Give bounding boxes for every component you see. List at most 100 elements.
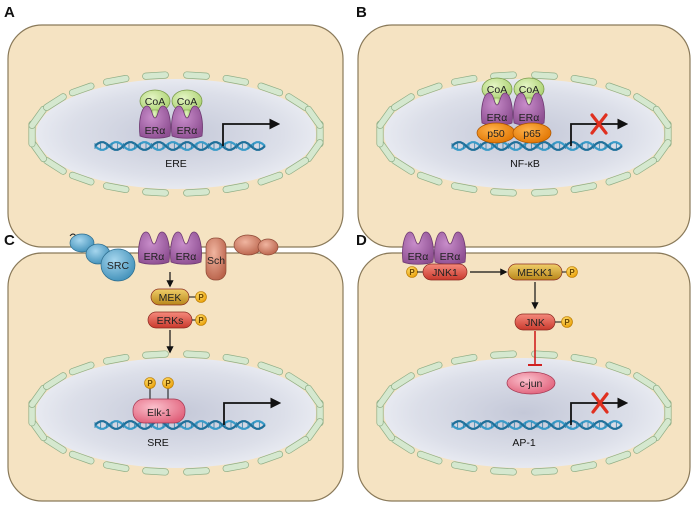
phosphate-icon: P bbox=[195, 291, 207, 303]
transcription-arrow-c bbox=[223, 397, 282, 425]
kinase-label: ERKs bbox=[157, 315, 184, 327]
panel-label: A bbox=[4, 4, 15, 21]
kinase-label: JNK bbox=[525, 317, 545, 329]
nuclear-membrane-segment bbox=[142, 467, 169, 476]
panel-label: D bbox=[356, 232, 367, 249]
nuclear-membrane-segment bbox=[304, 105, 324, 129]
transcription-arrow-b bbox=[570, 118, 629, 146]
nuclear-membrane-segment bbox=[68, 361, 95, 376]
coactivator-label: CoA bbox=[519, 84, 539, 96]
coactivator-label: CoA bbox=[177, 96, 197, 108]
nuclear-membrane-segment bbox=[142, 188, 169, 197]
phosphate-label: P bbox=[147, 379, 153, 388]
kinase-label: MEKK1 bbox=[517, 267, 553, 279]
phosphate-icon: P bbox=[566, 266, 578, 278]
panel-label: B bbox=[356, 4, 367, 21]
er-alpha-label: ERα bbox=[440, 251, 461, 263]
nuclear-membrane-segment bbox=[633, 436, 657, 454]
nuclear-membrane-segment bbox=[68, 82, 95, 97]
nuclear-membrane-segment bbox=[222, 461, 249, 473]
sch-adaptor: Sch bbox=[205, 234, 279, 281]
er-alpha-label: ERα bbox=[176, 251, 197, 263]
phosphate-label: P bbox=[409, 268, 415, 277]
dna-helix-d bbox=[451, 420, 623, 430]
nuclear-membrane-segment bbox=[103, 461, 130, 473]
phosphate-icon: P bbox=[162, 377, 174, 389]
p50-label: p50 bbox=[487, 128, 505, 140]
site-label-nfkb: NF-κB bbox=[510, 158, 540, 170]
mekk1-kinase: MEKK1 bbox=[507, 263, 563, 281]
phosphate-label: P bbox=[198, 293, 204, 302]
nuclear-membrane-segment bbox=[605, 450, 632, 465]
kinase-label: JNK1 bbox=[432, 267, 458, 279]
sch-domain-icon bbox=[257, 238, 279, 256]
coactivator-label: CoA bbox=[487, 84, 507, 96]
blocked-transcription-x-icon bbox=[590, 113, 608, 135]
nuclear-membrane-segment bbox=[531, 467, 558, 476]
jnk-kinase: JNK bbox=[514, 313, 556, 331]
cell-C: C bbox=[4, 232, 344, 502]
coactivator-pair: CoA CoA bbox=[481, 77, 545, 110]
elk1-tf: Elk-1 bbox=[132, 387, 186, 424]
phosphate-icon: P bbox=[195, 314, 207, 326]
er-alpha-label: ERα bbox=[144, 251, 165, 263]
dna-helix-b bbox=[451, 141, 623, 151]
nuclear-membrane-segment bbox=[451, 74, 478, 86]
src-kinase-icon bbox=[100, 248, 136, 282]
p65-label: p65 bbox=[523, 128, 541, 140]
nuclear-membrane-segment bbox=[257, 450, 284, 465]
nuclear-membrane-segment bbox=[531, 71, 558, 80]
elk1-icon bbox=[132, 398, 186, 424]
nuclear-membrane-segment bbox=[68, 450, 95, 465]
coactivator-pair: CoA CoA bbox=[139, 89, 203, 122]
transcription-arrow-a bbox=[222, 118, 281, 146]
phosphate-label: P bbox=[569, 268, 575, 277]
nuclear-membrane-segment bbox=[570, 461, 597, 473]
nuclear-membrane-segment bbox=[570, 182, 597, 194]
er-alpha-label: ERα bbox=[487, 112, 508, 124]
c-jun-icon bbox=[506, 371, 556, 395]
nuclear-membrane-segment bbox=[285, 157, 309, 175]
transcription-arrow-d bbox=[570, 397, 629, 425]
nuclear-membrane-segment bbox=[142, 71, 169, 80]
nuclear-membrane-segment bbox=[416, 361, 443, 376]
sch-body-icon bbox=[205, 237, 227, 281]
nuclear-membrane-segment bbox=[43, 372, 67, 390]
nuclear-membrane-segment bbox=[416, 171, 443, 186]
p65-icon bbox=[512, 122, 552, 144]
kinase-body bbox=[422, 263, 468, 281]
nuclear-membrane-segment bbox=[451, 461, 478, 473]
nuclear-membrane-segment bbox=[531, 188, 558, 197]
nuclear-membrane-segment bbox=[222, 182, 249, 194]
panel-label: C bbox=[4, 232, 15, 249]
nuclear-membrane-segment bbox=[605, 82, 632, 97]
dna-helix-a bbox=[94, 141, 266, 151]
nuclear-membrane-segment bbox=[68, 171, 95, 186]
mek-kinase: MEK bbox=[150, 288, 190, 306]
er-alpha-label: ERα bbox=[519, 112, 540, 124]
nuclear-membrane-segment bbox=[605, 171, 632, 186]
nf-kb-complex: p50 p65 bbox=[476, 122, 552, 144]
dna-helix-c bbox=[94, 420, 266, 430]
nucleus bbox=[384, 358, 664, 468]
nuclear-membrane-segment bbox=[531, 350, 558, 359]
src-label: SRC bbox=[107, 260, 130, 272]
coactivator-label: CoA bbox=[145, 96, 165, 108]
sch-domain-icon bbox=[233, 234, 263, 256]
nuclear-membrane-segment bbox=[285, 436, 309, 454]
nuclear-membrane-segment bbox=[257, 82, 284, 97]
sch-label: Sch bbox=[207, 255, 225, 267]
nuclear-membrane-segment bbox=[183, 350, 210, 359]
nuclear-membrane-segment bbox=[490, 467, 517, 476]
nuclear-membrane-segment bbox=[103, 74, 130, 86]
site-label-ap1: AP-1 bbox=[512, 437, 536, 449]
src-domain-icon bbox=[69, 233, 95, 253]
nuclear-membrane-segment bbox=[43, 93, 67, 111]
nuclear-membrane-segment bbox=[391, 93, 415, 111]
phosphate-icon: P bbox=[144, 377, 156, 389]
er-alpha-label: ERα bbox=[177, 125, 198, 137]
nuclear-membrane-segment bbox=[183, 188, 210, 197]
nuclear-membrane-segment bbox=[183, 467, 210, 476]
